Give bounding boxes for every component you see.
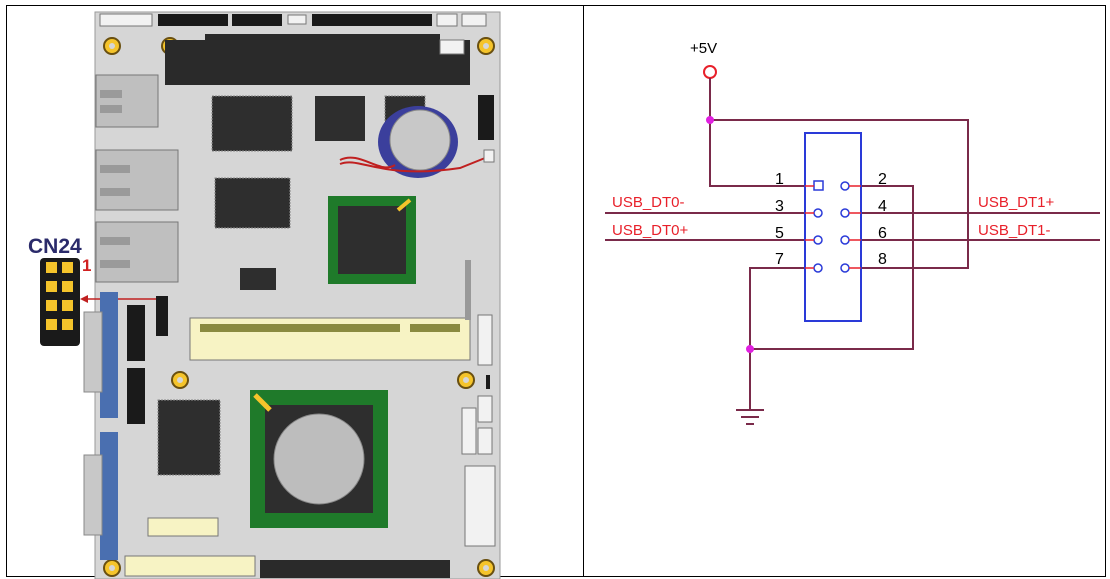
bottom-header [260,560,450,578]
pin-number-8: 8 [878,251,887,268]
coin-battery [389,109,451,171]
signal-label-dt1-minus: USB_DT1- [978,222,1051,239]
chip-5 [157,399,221,476]
wire-5v-pin1 [709,120,805,187]
bottom-connector-2 [124,555,256,577]
pin-number-1: 1 [775,171,784,188]
pin-6-circle [840,235,850,245]
ground-icon [736,409,764,425]
junction-bottom [746,345,754,353]
pin-2-circle [840,181,850,191]
pin-number-6: 6 [878,225,887,242]
usb-port-3 [95,221,179,283]
pin-number-4: 4 [878,198,887,215]
pin-4-circle [840,208,850,218]
chip-2 [315,96,365,141]
pin-7-circle [813,263,823,273]
sata-1 [127,305,145,361]
cn24-label: CN24 [28,235,82,258]
wire-5v-pin8 [710,119,969,269]
chip-1 [211,95,293,152]
chip-4 [214,177,291,229]
top-connector [165,40,470,85]
blue-connector-2 [100,432,118,560]
side-header-1 [478,95,494,140]
power-label: +5V [690,40,717,57]
cn24-pin-1 [46,262,57,273]
usb-port-1 [95,74,159,128]
pin-number-3: 3 [775,198,784,215]
pin-8-circle [840,263,850,273]
header-white-small [99,13,153,27]
bottom-connector-1 [147,517,219,537]
header-white-2 [436,13,458,27]
pin-number-2: 2 [878,171,887,188]
pin-3-circle [813,208,823,218]
signal-label-dt0-plus: USB_DT0+ [612,222,689,239]
small-white-connector [439,39,465,55]
wire-pin7-gnd [749,267,805,410]
signal-label-dt1-plus: USB_DT1+ [978,194,1055,211]
usb-port-2 [95,149,179,211]
header-white-3 [461,13,487,27]
cn24-on-board [156,296,168,336]
small-chip [240,268,276,290]
sata-2 [127,368,145,424]
pin-number-5: 5 [775,225,784,242]
header-black-3 [312,14,432,26]
pin-5-circle [813,235,823,245]
junction-top [706,116,714,124]
usb-header-symbol [804,132,862,322]
cpu-die [273,413,365,505]
cell-divider [583,5,584,577]
power-connector [464,465,496,547]
signal-label-dt0-minus: USB_DT0- [612,194,685,211]
header-tiny [287,14,307,25]
header-black-2 [232,14,282,26]
power-terminal [703,65,717,79]
pin1-label: 1 [82,256,91,275]
wire-pin2-gnd [750,185,914,350]
pin-number-7: 7 [775,251,784,268]
header-black-1 [158,14,228,26]
pin-1-square [813,180,824,191]
blue-connector-1 [100,292,118,418]
